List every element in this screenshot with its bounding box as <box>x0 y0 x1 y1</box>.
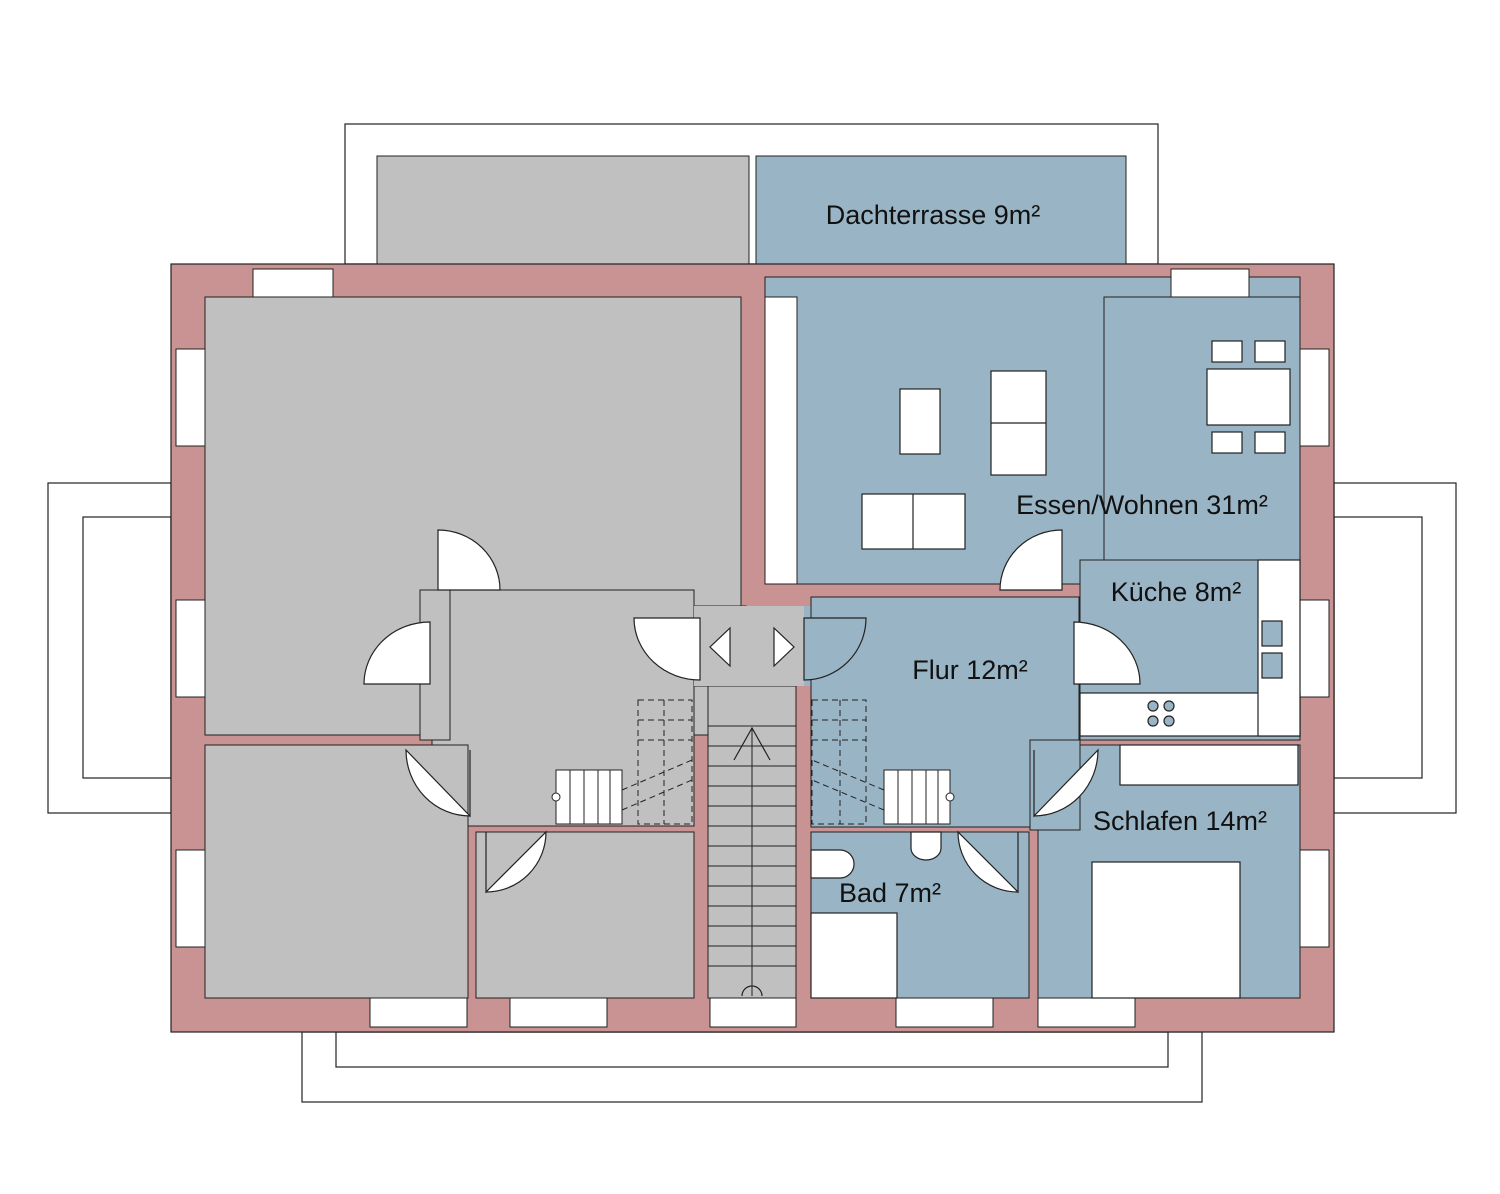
bathtub <box>810 912 898 999</box>
kitchen-appliance <box>1261 620 1283 647</box>
wall-strip <box>764 296 798 585</box>
windows <box>175 268 1330 1028</box>
stair-up-arrow-icon <box>733 726 771 997</box>
kitchen-counter-side <box>1257 559 1301 737</box>
stairs-upper-left-dashed <box>621 699 693 825</box>
kitchen-appliance <box>1261 652 1283 679</box>
furniture <box>810 340 1301 999</box>
chair <box>1211 431 1243 454</box>
dining-table <box>1206 368 1291 426</box>
room-left-small <box>475 831 695 999</box>
stair-steps <box>708 725 796 996</box>
toilet <box>910 831 942 861</box>
stairs-upper-left <box>551 769 623 825</box>
sofa-side <box>899 388 941 455</box>
stairs-upper-right <box>883 769 955 825</box>
label-schlafen: Schlafen 14m² <box>1093 806 1267 836</box>
label-kueche: Küche 8m² <box>1111 577 1242 607</box>
chair <box>1254 431 1286 454</box>
sink <box>810 849 855 879</box>
label-bad: Bad 7m² <box>839 878 941 908</box>
terrace-right <box>755 155 1127 265</box>
chair <box>1211 340 1243 363</box>
stairs-upper-right-dashed <box>811 699 885 825</box>
label-dachterrasse: Dachterrasse 9m² <box>826 200 1041 230</box>
triangle-right-icon <box>773 626 795 668</box>
bed <box>1091 861 1241 999</box>
label-flur: Flur 12m² <box>912 655 1028 685</box>
stove-icon <box>1147 700 1175 727</box>
terrace-left <box>376 155 750 265</box>
doors <box>363 529 1141 894</box>
triangle-left-icon <box>709 626 731 668</box>
label-essen-wohnen: Essen/Wohnen 31m² <box>1016 490 1268 520</box>
wardrobe <box>1119 744 1299 786</box>
chair <box>1254 340 1286 363</box>
